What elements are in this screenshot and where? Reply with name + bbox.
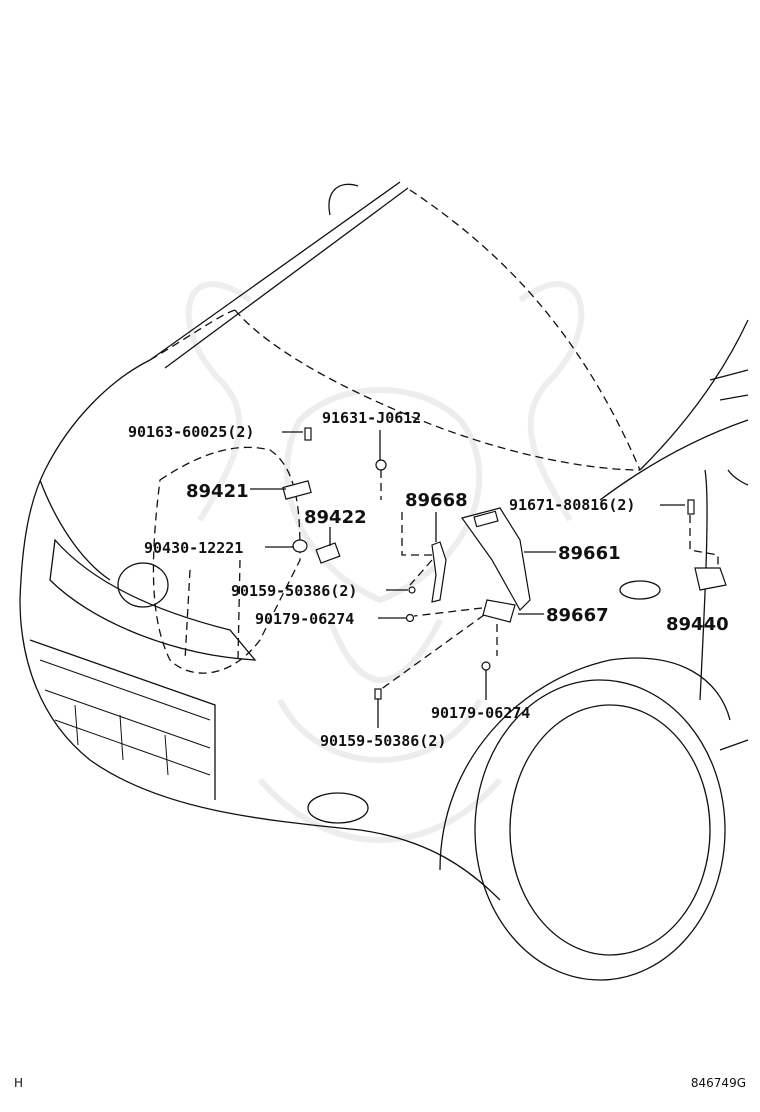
grille-slat-2 xyxy=(119,714,124,761)
grille-bar-3 xyxy=(54,719,211,776)
label-91631: 91631-J0612 xyxy=(322,409,421,427)
bolt-90159-lower xyxy=(374,688,382,700)
grille-bar-2 xyxy=(44,689,211,749)
label-89668: 89668 xyxy=(405,490,468,511)
engine-outline xyxy=(152,446,301,674)
label-89661: 89661 xyxy=(558,543,621,564)
bolt-90159-upper xyxy=(408,586,416,594)
hood-front-edge xyxy=(19,359,151,601)
fog-lamp xyxy=(307,792,369,824)
car-body xyxy=(19,181,749,981)
door-line xyxy=(719,394,749,401)
sensor-89440 xyxy=(694,567,727,591)
door-handle-area xyxy=(727,469,749,486)
headlamp-outline xyxy=(49,538,257,661)
fender-top xyxy=(639,319,749,471)
label-90179-lower: 90179-06274 xyxy=(431,704,530,722)
grille-slat-1 xyxy=(74,704,79,746)
grille-frame xyxy=(29,639,216,800)
diagram-id: 846749G xyxy=(690,1076,746,1090)
windshield-edge-inner xyxy=(164,187,409,369)
wheel-arch xyxy=(439,657,731,871)
bumper-upper xyxy=(39,479,111,581)
tire-inner xyxy=(509,704,711,956)
label-89421: 89421 xyxy=(186,481,249,502)
body-crease xyxy=(599,419,749,501)
label-90163: 90163-60025(2) xyxy=(128,423,254,441)
fuel-lid xyxy=(619,580,661,600)
label-90179-upper: 90179-06274 xyxy=(255,610,354,628)
ecu-connector xyxy=(473,510,499,528)
window-sill xyxy=(709,369,749,381)
label-89440: 89440 xyxy=(666,614,729,635)
bracket-89668 xyxy=(431,541,447,603)
sensor-89422 xyxy=(315,542,341,564)
headlamp-lens xyxy=(117,562,169,608)
nut-90179-lower xyxy=(481,661,491,671)
windshield-edge-outer xyxy=(149,181,401,361)
engine-mount-line-1 xyxy=(184,569,191,661)
cowl-line xyxy=(409,189,641,471)
tire-outer xyxy=(474,679,726,981)
sill-line xyxy=(719,739,749,751)
part-labels: 90163-60025(2) 91631-J0612 89421 89668 8… xyxy=(128,409,729,750)
door-front-edge xyxy=(699,469,708,701)
mirror-outline xyxy=(328,183,359,216)
label-90159-lower: 90159-50386(2) xyxy=(320,732,446,750)
label-89667: 89667 xyxy=(546,605,609,626)
grille-bar-1 xyxy=(39,659,211,721)
parts xyxy=(282,427,727,700)
screw-91631 xyxy=(375,459,387,471)
bolt-90163 xyxy=(304,427,312,441)
label-90159-upper: 90159-50386(2) xyxy=(231,582,357,600)
bolt-91671 xyxy=(687,499,695,515)
leader-lines xyxy=(250,430,719,728)
nut-90179-upper xyxy=(405,613,415,623)
ecu-89661 xyxy=(461,507,531,611)
hood-left-edge xyxy=(149,309,236,361)
hood-rear-edge xyxy=(234,309,641,471)
label-89422: 89422 xyxy=(304,507,367,528)
grille-slat-3 xyxy=(164,734,169,776)
gasket-90430 xyxy=(292,539,308,553)
label-90430: 90430-12221 xyxy=(144,539,243,557)
sensor-89421 xyxy=(282,480,312,500)
bracket-89667 xyxy=(482,599,516,623)
label-91671: 91671-80816(2) xyxy=(509,496,635,514)
engine-mount-line-2 xyxy=(237,559,241,661)
footer-mark: H xyxy=(14,1076,24,1090)
bumper-lower xyxy=(19,599,501,901)
